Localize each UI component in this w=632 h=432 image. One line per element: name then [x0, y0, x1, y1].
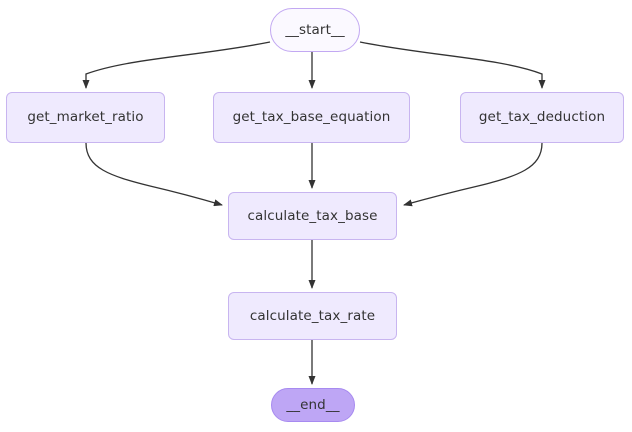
node-get-market-ratio[interactable]: get_market_ratio [6, 92, 165, 143]
node-get-tax-base-equation-label: get_tax_base_equation [232, 109, 391, 126]
edge-start-market-ratio [82, 41, 271, 89]
edge-start-tax-deduction [359, 41, 546, 89]
node-calculate-tax-rate[interactable]: calculate_tax_rate [228, 292, 397, 340]
node-calculate-tax-base-label: calculate_tax_base [247, 207, 378, 224]
node-get-tax-deduction-label: get_tax_deduction [478, 109, 606, 126]
node-get-tax-base-equation[interactable]: get_tax_base_equation [213, 92, 410, 143]
edge-tax-deduction-calculate-tax-base [403, 142, 543, 207]
node-end-label: __end__ [286, 396, 340, 413]
node-calculate-tax-rate-label: calculate_tax_rate [249, 307, 376, 324]
node-calculate-tax-base[interactable]: calculate_tax_base [228, 192, 397, 240]
edge-market-ratio-calculate-tax-base [85, 142, 223, 207]
node-end[interactable]: __end__ [271, 388, 355, 422]
node-start[interactable]: __start__ [270, 8, 360, 52]
node-start-label: __start__ [285, 21, 345, 38]
node-get-market-ratio-label: get_market_ratio [27, 109, 144, 126]
node-get-tax-deduction[interactable]: get_tax_deduction [460, 92, 624, 143]
